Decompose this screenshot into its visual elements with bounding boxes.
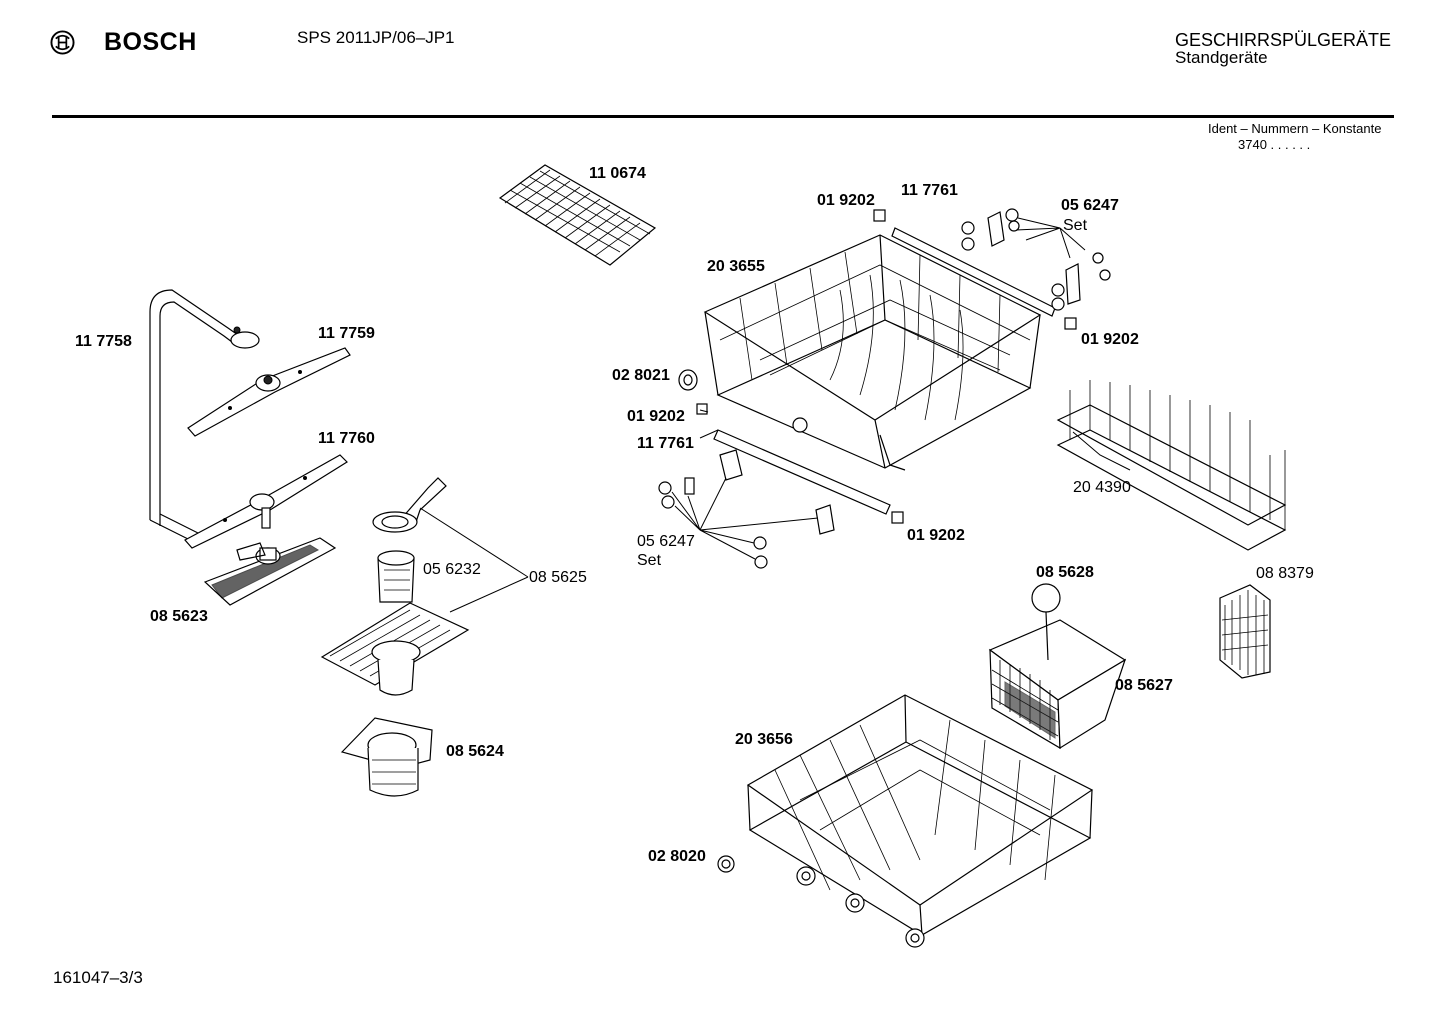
header-divider bbox=[52, 115, 1394, 118]
plate-rack-drawing bbox=[1056, 380, 1287, 551]
upper-basket-drawing bbox=[703, 234, 1042, 471]
part-label-028020: 02 8020 bbox=[648, 848, 706, 865]
drawing-code: 161047–3/3 bbox=[53, 968, 143, 987]
feed-pipe-drawing bbox=[149, 289, 260, 541]
cutlery-basket-drawing bbox=[988, 583, 1127, 750]
part-label-019202-left: 01 9202 bbox=[627, 408, 685, 425]
small-cutlery-basket-drawing bbox=[1219, 584, 1271, 679]
part-label-117761-top: 11 7761 bbox=[901, 182, 958, 199]
part-label-056232: 05 6232 bbox=[423, 561, 481, 578]
part-label-117759: 11 7759 bbox=[318, 325, 375, 342]
part-label-085625: 08 5625 bbox=[529, 569, 587, 586]
upper-spray-arm-drawing bbox=[187, 347, 351, 437]
part-label-110674: 11 0674 bbox=[589, 165, 646, 182]
part-label-019202-top: 01 9202 bbox=[817, 192, 875, 209]
part-label-085623: 08 5623 bbox=[150, 608, 208, 625]
part-label-019202-right: 01 9202 bbox=[1081, 331, 1139, 348]
part-label-056247-bottom: 05 6247 bbox=[637, 533, 695, 550]
spray-arm-support-drawing bbox=[203, 537, 337, 606]
lower-basket-drawing bbox=[717, 694, 1094, 948]
ident-value: 3740 . . . . . . bbox=[1238, 137, 1311, 152]
cup-rack-insert-drawing bbox=[498, 164, 657, 266]
filter-assembly-drawing bbox=[320, 477, 470, 696]
roller-set-lower-drawing bbox=[658, 449, 835, 569]
part-label-085628: 08 5628 bbox=[1036, 564, 1094, 581]
category-title: GESCHIRRSPÜLGERÄTE bbox=[1175, 30, 1392, 50]
lower-spray-arm-drawing bbox=[184, 454, 348, 549]
part-label-117761-bottom: 11 7761 bbox=[637, 435, 694, 452]
brand-name: BOSCH bbox=[104, 28, 197, 56]
part-label-204390: 20 4390 bbox=[1073, 479, 1131, 496]
rail-stop-drawing bbox=[696, 209, 1077, 524]
set-label-top: Set bbox=[1063, 217, 1088, 234]
part-label-085624: 08 5624 bbox=[446, 743, 504, 760]
part-label-085627: 08 5627 bbox=[1115, 677, 1173, 694]
wheel-drawing bbox=[678, 369, 698, 391]
part-label-019202-bottom: 01 9202 bbox=[907, 527, 965, 544]
part-label-056247-top: 05 6247 bbox=[1061, 197, 1119, 214]
leader-lines bbox=[419, 409, 1131, 613]
part-label-088379: 08 8379 bbox=[1256, 565, 1314, 582]
part-label-203656: 20 3656 bbox=[735, 731, 793, 748]
lower-filter-drawing bbox=[340, 717, 433, 797]
ident-label: Ident – Nummern – Konstante bbox=[1208, 121, 1382, 136]
subcategory-title: Standgeräte bbox=[1175, 48, 1268, 67]
set-label-bottom: Set bbox=[637, 552, 662, 569]
bosch-logo-icon bbox=[50, 30, 75, 55]
part-label-117758: 11 7758 bbox=[75, 333, 132, 350]
part-label-028021: 02 8021 bbox=[612, 367, 670, 384]
model-number: SPS 2011JP/06–JP1 bbox=[297, 28, 455, 47]
part-label-203655: 20 3655 bbox=[707, 258, 765, 275]
upper-rail-drawing bbox=[713, 227, 1056, 515]
part-label-117760: 11 7760 bbox=[318, 430, 375, 447]
roller-set-upper-drawing bbox=[961, 208, 1111, 311]
